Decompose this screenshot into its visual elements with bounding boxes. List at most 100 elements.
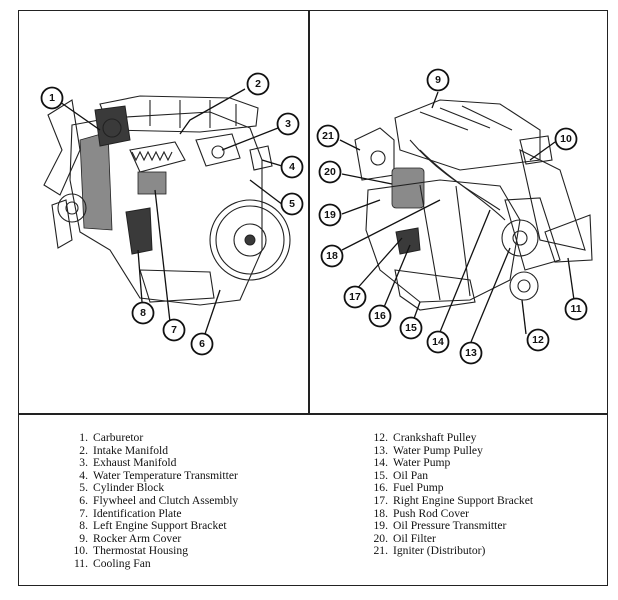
svg-text:19: 19 — [324, 209, 336, 221]
left-engine-drawing — [43, 95, 291, 306]
svg-text:15: 15 — [405, 322, 417, 334]
legend-number: 10. — [73, 544, 89, 558]
callout-13: 13 — [459, 341, 483, 365]
callout-7: 7 — [162, 318, 186, 342]
legend-number: 13. — [373, 443, 389, 457]
callout-1: 1 — [40, 86, 64, 110]
legend-number: 5. — [79, 481, 88, 495]
legend-item: 8. Left Engine Support Bracket — [64, 520, 238, 533]
legend-number: 17. — [373, 493, 389, 507]
diagram-frame — [18, 10, 608, 586]
legend-item: 10. Thermostat Housing — [64, 545, 238, 558]
legend-label: Water Temperature Transmitter — [93, 468, 238, 482]
legend-item: 3. Exhaust Manifold — [64, 457, 238, 470]
legend-label: Flywheel and Clutch Assembly — [93, 493, 239, 507]
callout-3: 3 — [276, 112, 300, 136]
svg-text:20: 20 — [324, 166, 336, 178]
svg-text:9: 9 — [435, 74, 441, 86]
legend-label: Left Engine Support Bracket — [93, 519, 227, 533]
legend-item: 2.Intake Manifold — [64, 443, 238, 458]
callout-8: 8 — [131, 301, 155, 325]
legend-item: 5. Cylinder Block — [64, 482, 238, 495]
legend-label: Right Engine Support Bracket — [393, 493, 534, 507]
legend-number: 6. — [79, 493, 88, 507]
legend-item: 17. Right Engine Support Bracket — [364, 493, 534, 508]
svg-text:6: 6 — [199, 338, 205, 350]
legend-number: 11. — [73, 556, 88, 570]
legend-number: 8. — [79, 519, 88, 533]
legend-item: 6. Flywheel and Clutch Assembly — [64, 493, 239, 508]
legend-label: Igniter (Distributor) — [393, 544, 486, 558]
callout-9: 9 — [426, 68, 450, 92]
svg-text:5: 5 — [289, 198, 295, 210]
legend-item: 14.Water Pump — [364, 457, 533, 470]
legend-label: Cooling Fan — [93, 556, 151, 570]
legend-item: 19.Oil Pressure Transmitter — [364, 520, 533, 533]
callout-12: 12 — [526, 328, 550, 352]
legend-item: 4.Water Temperature Transmitter — [64, 468, 238, 483]
legend-label: Thermostat Housing — [93, 544, 188, 558]
svg-text:16: 16 — [374, 310, 386, 322]
callout-20: 20 — [318, 160, 342, 184]
legend-label: Push Rod Cover — [393, 506, 470, 520]
callout-6: 6 — [190, 332, 214, 356]
callout-5: 5 — [280, 192, 304, 216]
legend-left-column: 1.Carburetor 2.Intake Manifold 3. Exhaust… — [64, 431, 239, 571]
legend-number: 16. — [373, 481, 389, 495]
legend-label: Cylinder Block — [93, 481, 165, 495]
legend-item: 16. Fuel Pump — [364, 482, 533, 495]
legend-number: 1. — [79, 431, 88, 444]
legend-number: 3. — [79, 456, 88, 470]
legend-right-column: 12. Crankshaft Pulley 13. Water Pump Pulle… — [364, 431, 534, 558]
svg-text:3: 3 — [285, 118, 291, 130]
legend-label: Oil Filter — [393, 531, 436, 545]
legend-label: Water Pump Pulley — [393, 443, 483, 457]
svg-text:2: 2 — [255, 78, 261, 90]
callout-21: 21 — [316, 124, 340, 148]
panel-divider-vertical — [308, 10, 310, 414]
svg-text:11: 11 — [570, 303, 581, 315]
legend-number: 15. — [373, 468, 389, 482]
legend-number: 21. — [373, 544, 389, 558]
legend-number: 12. — [373, 431, 389, 444]
legend-item: 7. Identification Plate — [64, 506, 238, 521]
svg-text:12: 12 — [532, 334, 544, 346]
callout-18: 18 — [320, 244, 344, 268]
legend-number: 19. — [373, 519, 389, 533]
legend-label: Identification Plate — [93, 506, 182, 520]
legend-label: Crankshaft Pulley — [393, 431, 477, 444]
legend-label: Oil Pan — [393, 468, 429, 482]
legend-label: Rocker Arm Cover — [93, 531, 182, 545]
legend-number: 18. — [373, 506, 389, 520]
callout-14: 14 — [426, 330, 450, 354]
legend-item: 1.Carburetor — [64, 431, 238, 445]
legend-label: Fuel Pump — [393, 481, 444, 495]
legend-number: 20. — [373, 531, 389, 545]
svg-text:18: 18 — [326, 250, 338, 262]
legend-number: 7. — [79, 506, 88, 520]
legend-item: 20. Oil Filter — [364, 531, 533, 546]
svg-text:14: 14 — [432, 336, 444, 348]
svg-text:21: 21 — [322, 130, 334, 142]
svg-text:13: 13 — [465, 347, 477, 359]
legend-item: 15. Oil Pan — [364, 468, 533, 483]
leader-lines — [59, 88, 575, 343]
svg-text:10: 10 — [560, 133, 572, 145]
legend-item: 13. Water Pump Pulley — [364, 443, 533, 458]
svg-text:17: 17 — [349, 291, 361, 303]
legend-item: 21. Igniter (Distributor) — [364, 545, 533, 558]
svg-text:1: 1 — [49, 92, 55, 104]
legend-item: 18. Push Rod Cover — [364, 506, 533, 521]
callout-4: 4 — [280, 155, 304, 179]
svg-text:8: 8 — [140, 307, 146, 319]
panel-divider-horizontal — [18, 413, 608, 415]
callout-2: 2 — [246, 72, 270, 96]
svg-text:7: 7 — [171, 324, 177, 336]
callout-10: 10 — [554, 127, 578, 151]
legend-item: 11. Cooling Fan — [64, 556, 238, 571]
legend-label: Exhaust Manifold — [93, 456, 177, 470]
callout-16: 16 — [368, 304, 392, 328]
legend-label: Intake Manifold — [93, 443, 169, 457]
right-engine-drawing — [354, 99, 593, 311]
